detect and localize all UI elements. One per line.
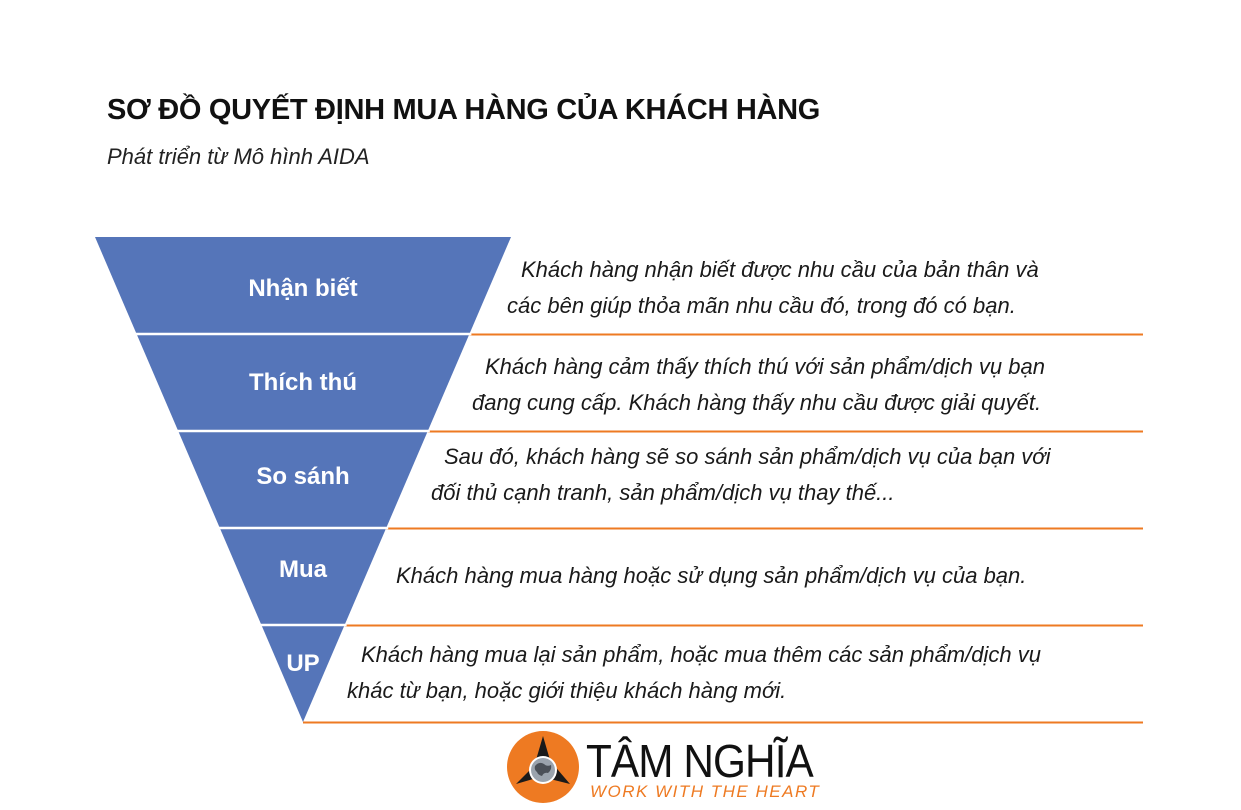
description-line: Sau đó, khách hàng sẽ so sánh sản phẩm/d…: [444, 444, 1051, 469]
funnel-band-comparison: [178, 431, 428, 528]
funnel-band-awareness: [95, 237, 511, 334]
globe-triskelion-icon: [507, 731, 579, 803]
funnel-band-up: [261, 625, 345, 722]
brand-name: TÂM NGHĨA: [586, 735, 814, 787]
description-line: Khách hàng mua lại sản phẩm, hoặc mua th…: [361, 642, 1041, 667]
description-line: đối thủ cạnh tranh, sản phẩm/dịch vụ tha…: [431, 480, 895, 505]
stage-label-comparison: So sánh: [256, 463, 349, 490]
description-line: Khách hàng cảm thấy thích thú với sản ph…: [485, 354, 1045, 379]
description-line: các bên giúp thỏa mãn nhu cầu đó, trong …: [507, 293, 1016, 318]
description-line: đang cung cấp. Khách hàng thấy nhu cầu đ…: [472, 390, 1042, 415]
brand-tagline: WORK WITH THE HEART: [590, 782, 821, 801]
stage-description-up: Khách hàng mua lại sản phẩm, hoặc mua th…: [347, 637, 1041, 709]
stage-description-awareness: Khách hàng nhận biết được nhu cầu của bả…: [507, 252, 1039, 324]
stage-description-purchase: Khách hàng mua hàng hoặc sử dụng sản phẩ…: [396, 558, 1026, 594]
description-line: Khách hàng nhận biết được nhu cầu của bả…: [521, 257, 1039, 282]
stage-label-awareness: Nhận biết: [248, 275, 357, 302]
funnel-band-interest: [136, 334, 470, 431]
page-subtitle: Phát triển từ Mô hình AIDA: [107, 144, 370, 169]
stage-description-comparison: Sau đó, khách hàng sẽ so sánh sản phẩm/d…: [431, 439, 1050, 511]
stage-label-interest: Thích thú: [249, 369, 357, 396]
brand-logo: TÂM NGHĨA WORK WITH THE HEART: [506, 730, 826, 806]
description-line: Khách hàng mua hàng hoặc sử dụng sản phẩ…: [396, 563, 1027, 588]
page-title: SƠ ĐỒ QUYẾT ĐỊNH MUA HÀNG CỦA KHÁCH HÀNG: [107, 94, 821, 126]
stage-label-up: UP: [286, 650, 319, 677]
funnel-band-purchase: [219, 528, 387, 625]
description-line: khác từ bạn, hoặc giới thiệu khách hàng …: [347, 678, 787, 703]
stage-label-purchase: Mua: [279, 556, 328, 583]
stage-description-interest: Khách hàng cảm thấy thích thú với sản ph…: [472, 349, 1045, 421]
